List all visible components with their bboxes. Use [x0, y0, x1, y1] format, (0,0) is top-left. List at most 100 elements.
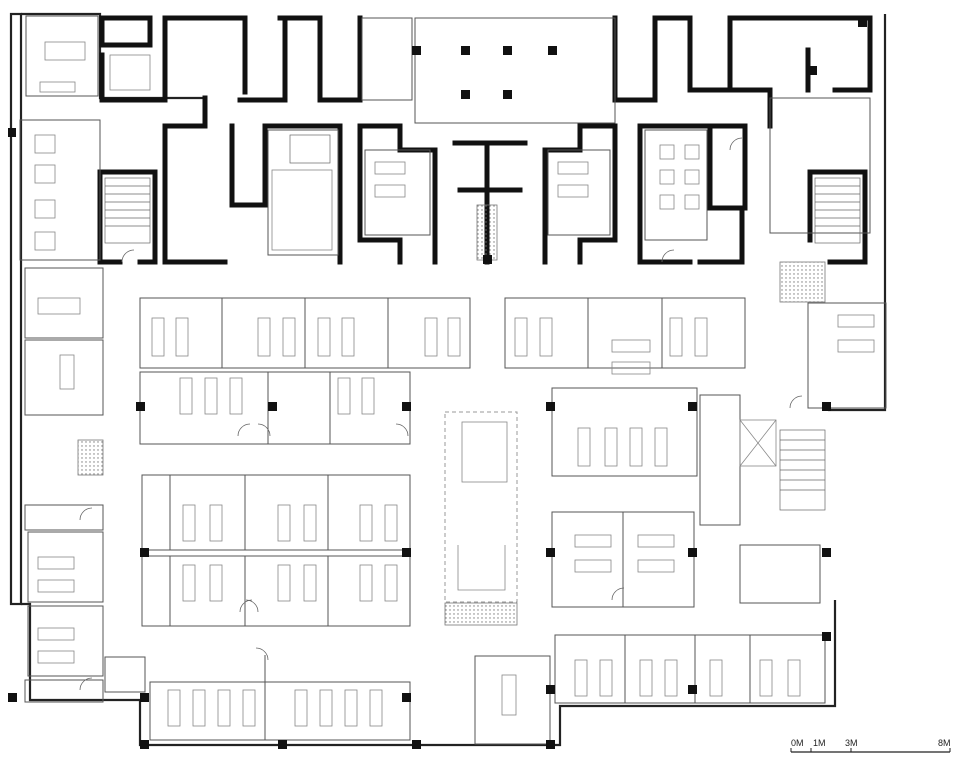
door-arc: [729, 137, 743, 151]
column: [461, 90, 470, 99]
column: [402, 402, 411, 411]
atrium-feature: [461, 421, 508, 483]
column: [822, 632, 831, 641]
north-treatment-room: [267, 129, 339, 256]
bed: [611, 339, 651, 353]
seat: [659, 144, 675, 160]
bed: [654, 427, 668, 467]
bed: [639, 659, 653, 697]
bed: [341, 317, 355, 357]
bed: [204, 377, 218, 415]
west-planter: [77, 439, 104, 476]
bed: [217, 689, 231, 727]
chair: [34, 231, 56, 251]
bed: [359, 504, 373, 542]
south-wall: [21, 600, 837, 747]
east-wall: [828, 14, 887, 412]
column: [688, 548, 697, 557]
bed: [257, 317, 271, 357]
bed: [514, 317, 528, 357]
south-lounge: [474, 655, 551, 745]
seat: [659, 194, 675, 210]
bed: [574, 534, 612, 548]
column: [808, 66, 817, 75]
bed: [192, 689, 206, 727]
lounge-table: [501, 674, 517, 716]
bed: [709, 659, 723, 697]
vip-room-west: [364, 149, 431, 236]
column: [268, 402, 277, 411]
door-arc: [79, 507, 93, 521]
bed: [282, 317, 296, 357]
column: [140, 548, 149, 557]
west-room-1: [27, 531, 104, 603]
seat: [659, 169, 675, 185]
bed: [837, 339, 875, 353]
bed: [611, 361, 651, 375]
bed: [574, 659, 588, 697]
bed: [637, 534, 675, 548]
east-treatment-wall-2: [637, 123, 748, 211]
bed: [669, 317, 683, 357]
bed: [787, 659, 801, 697]
bed: [361, 377, 375, 415]
scale-label-0m: 0M: [791, 738, 804, 748]
chair: [34, 164, 56, 184]
column: [8, 128, 16, 137]
hall-stage: [271, 169, 333, 251]
atrium-void: [444, 411, 518, 603]
door-arc: [245, 599, 259, 613]
door-arc: [255, 647, 269, 661]
bed: [277, 564, 291, 602]
bed: [447, 317, 461, 357]
room-cluster-c: [504, 297, 746, 369]
west-meeting-2: [24, 267, 104, 339]
column: [858, 18, 867, 27]
kitchen-counter: [39, 81, 76, 93]
atrium-planter: [444, 602, 518, 626]
bed: [557, 161, 589, 175]
bed: [837, 314, 875, 328]
column: [546, 685, 555, 694]
treatment-north-wall: [162, 123, 228, 265]
west-room-2: [27, 605, 104, 677]
treatment-north-wall-3: [229, 123, 343, 265]
bed: [182, 504, 196, 542]
bed: [277, 504, 291, 542]
column: [688, 685, 697, 694]
room-annex-east: [807, 302, 887, 409]
door-arc: [257, 423, 271, 437]
atrium-bench: [457, 545, 506, 591]
east-treatment-room: [644, 129, 708, 241]
north-west-wall: [21, 12, 205, 100]
chair: [34, 134, 56, 154]
vip-room-west-wall: [357, 123, 403, 265]
bed: [294, 689, 308, 727]
scale-bar: 0M 1M 3M 8M: [790, 738, 951, 753]
bed: [599, 659, 613, 697]
column: [483, 255, 492, 264]
stair-small: [289, 134, 331, 164]
bed: [344, 689, 358, 727]
north-east-wall-2: [727, 87, 773, 129]
scale-label-1m: 1M: [813, 738, 826, 748]
door-arc: [79, 677, 93, 691]
column: [822, 402, 831, 411]
elevator: [739, 419, 777, 467]
east-lounge: [769, 97, 871, 234]
bed: [577, 427, 591, 467]
bed: [37, 579, 75, 593]
column: [402, 548, 411, 557]
column: [140, 693, 149, 702]
bed: [374, 184, 406, 198]
column: [136, 402, 145, 411]
bed: [182, 564, 196, 602]
chair: [34, 199, 56, 219]
bed: [37, 556, 75, 570]
column: [278, 740, 287, 749]
stair-west-wall: [97, 169, 123, 265]
column: [546, 740, 555, 749]
column: [546, 548, 555, 557]
seat: [684, 194, 700, 210]
